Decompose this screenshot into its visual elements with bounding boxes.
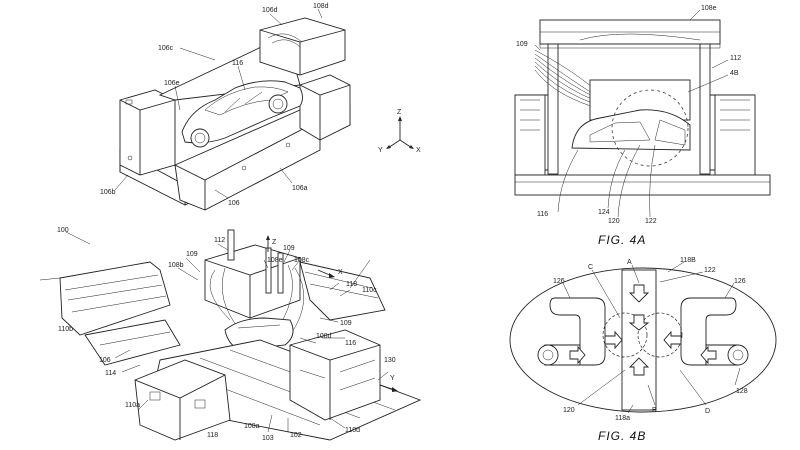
label-106d: 106d: [262, 7, 278, 14]
fixture-isometric-view: [114, 8, 414, 211]
label-108e: 108e: [701, 5, 717, 12]
label-z: Z: [272, 239, 277, 246]
label-126-right: 126: [734, 278, 746, 285]
label-110c: 110c: [362, 287, 377, 294]
label-106a: 106a: [292, 185, 308, 192]
label-108d: 108d: [313, 3, 329, 10]
label-110d: 110d: [345, 427, 360, 434]
label-112: 112: [214, 237, 225, 244]
label-106: 106: [99, 357, 111, 364]
fig-4a-labels: 108e 109 112 4B 116 124 120 122 FIG. 4A: [516, 5, 741, 247]
label-122: 122: [645, 218, 657, 225]
label-128: 128: [736, 388, 748, 395]
label-109-a: 109: [186, 251, 198, 258]
label-118-b: 118: [207, 432, 218, 439]
label-110a: 110a: [125, 402, 140, 409]
label-103: 103: [262, 435, 274, 442]
label-b: B: [652, 407, 657, 414]
label-y: Y: [390, 375, 395, 382]
label-106b: 106b: [100, 189, 116, 196]
label-116: 116: [345, 340, 356, 347]
fig-4b-labels: 126 C A 118B 122 126 120 118a B D 128 FI…: [553, 257, 748, 443]
bottom-left-labels: 100 112 109 108b Z 109 108e 108c X 118 1…: [57, 227, 396, 442]
label-108a: 108a: [244, 423, 260, 430]
label-108e: 108e: [267, 257, 283, 264]
label-114: 114: [105, 370, 116, 377]
label-109-c: 109: [340, 320, 352, 327]
assembly-station-view: [39, 229, 422, 441]
label-4b: 4B: [730, 70, 739, 77]
label-126-left: 126: [553, 278, 565, 285]
label-109: 109: [516, 41, 528, 48]
label-109-b: 109: [283, 245, 295, 252]
label-124: 124: [598, 209, 610, 216]
label-d: D: [705, 408, 710, 415]
fig-4a-title: FIG. 4A: [598, 233, 646, 247]
label-a: A: [627, 259, 632, 266]
label-102: 102: [290, 432, 302, 439]
label-112: 112: [730, 55, 741, 62]
label-118b: 118B: [680, 257, 696, 264]
label-120: 120: [608, 218, 620, 225]
label-120: 120: [563, 407, 575, 414]
label-130: 130: [384, 357, 396, 364]
label-100: 100: [57, 227, 69, 234]
label-118-a: 118: [346, 281, 357, 288]
fig-4a-drawing: [514, 9, 771, 218]
axis-x-label: X: [416, 147, 421, 154]
label-118a: 118a: [615, 415, 630, 422]
fig-4b-drawing: [509, 261, 777, 414]
label-c: C: [588, 264, 593, 271]
label-116: 116: [537, 211, 548, 218]
axis-y-label: Y: [378, 147, 383, 154]
fig-4b-title: FIG. 4B: [598, 429, 646, 443]
top-left-labels: 106d 108d 106c 116 106e 106b 106 106a Z …: [100, 3, 421, 207]
label-106e: 106e: [164, 80, 180, 87]
label-106: 106: [228, 200, 240, 207]
label-x: X: [338, 269, 343, 276]
label-122: 122: [704, 267, 716, 274]
label-116: 116: [232, 60, 243, 67]
label-108b: 108b: [168, 262, 184, 269]
label-110b: 110b: [58, 326, 73, 333]
axis-z-label: Z: [397, 109, 402, 116]
label-106c: 106c: [158, 45, 174, 52]
label-108c: 108c: [294, 257, 310, 264]
label-108d: 108d: [316, 333, 332, 340]
